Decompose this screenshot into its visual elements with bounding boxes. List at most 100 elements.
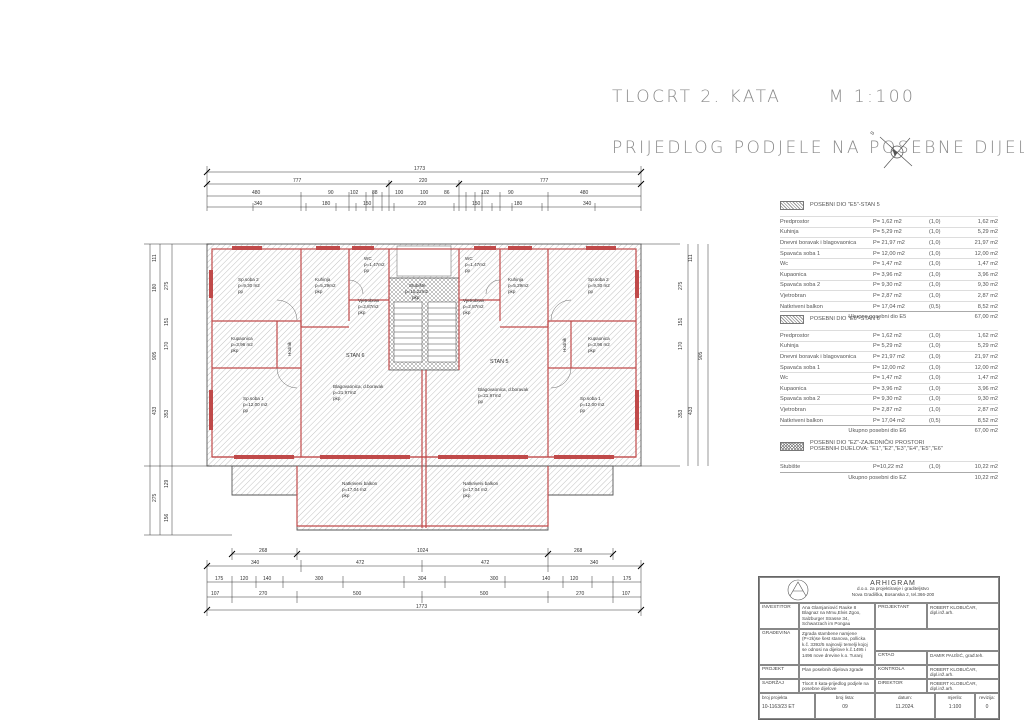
- drawing-title-line2: PRIJEDLOG PODJELE NA POSEBNE DIJELOVE: [612, 138, 1024, 158]
- room-name: Stubište: [409, 283, 426, 288]
- svg-text:Sp.soba 2: Sp.soba 2: [238, 277, 259, 282]
- crtao-label: CRTAO: [875, 651, 927, 665]
- legend-coefficient: (1,0): [929, 332, 941, 339]
- svg-text:90: 90: [328, 190, 334, 196]
- legend-coefficient: (1,0): [929, 375, 941, 382]
- dimension-ticks-bottom: [203, 550, 645, 614]
- kontrola-value: ROBERT KLOBUČAR, dipl.inž.arh.: [927, 665, 999, 679]
- svg-text:120: 120: [570, 576, 579, 582]
- legend-coefficient: (1,0): [929, 385, 941, 392]
- room-area: p=3,96 m2: [231, 342, 253, 347]
- room-area: p=9,30 m2: [588, 283, 610, 288]
- room-note: pkp: [588, 348, 596, 353]
- legend-room-area: P= 21,97 m2: [873, 353, 905, 360]
- legend-total: 1,62 m2: [977, 218, 998, 225]
- legend-room-name: Kupaonica: [780, 385, 807, 392]
- room-name: Hodnik: [562, 337, 567, 352]
- legend-coefficient: (1,0): [929, 364, 941, 371]
- room-area: p=3,96 m2: [588, 342, 610, 347]
- title-block: ARHIGRAM d.o.o. za projektiranje i gradi…: [758, 576, 1000, 720]
- room-note: pkp: [315, 289, 323, 294]
- room-note: pkp: [231, 348, 239, 353]
- room-note: pkp: [358, 310, 366, 315]
- room-note: pkp: [463, 310, 471, 315]
- legend-room-name: Kuhinja: [780, 229, 799, 236]
- legend-room-name: Spavaća soba 1: [780, 250, 821, 257]
- legend-room-name: Spavaća soba 2: [780, 282, 821, 289]
- legend-room-name: Stubište: [780, 463, 801, 470]
- svg-text:270: 270: [576, 591, 585, 597]
- legend-room-area: P= 5,29 m2: [873, 343, 902, 350]
- legend-coefficient: (1,0): [929, 406, 941, 413]
- legend-total: 1,47 m2: [977, 261, 998, 268]
- legend-room-name: Predprostor: [780, 332, 810, 339]
- svg-text:102: 102: [350, 190, 359, 196]
- unit-label-stan5: STAN 5: [490, 359, 508, 365]
- legend-coefficient: (1,0): [929, 396, 941, 403]
- room-note: pp: [588, 289, 594, 294]
- room-area: p=2,87m2: [463, 304, 484, 309]
- room-note: pkp: [508, 289, 516, 294]
- svg-text:300: 300: [490, 576, 499, 582]
- svg-text:500: 500: [353, 591, 362, 597]
- svg-text:340: 340: [254, 201, 263, 207]
- svg-text:175: 175: [215, 576, 224, 582]
- svg-text:270: 270: [259, 591, 268, 597]
- svg-text:1773: 1773: [414, 166, 425, 172]
- legend-room-name: Spavaća soba 1: [780, 364, 821, 371]
- svg-text:304: 304: [418, 576, 427, 582]
- svg-text:129: 129: [164, 479, 170, 488]
- room-name: Hodnik: [287, 341, 292, 356]
- projekt-label: PROJEKT: [759, 665, 799, 679]
- room-area: p=5,29m2: [508, 283, 529, 288]
- broj-lista: broj lista: 09: [815, 693, 875, 719]
- legend-room-name: Natkriveni balkon: [780, 303, 823, 310]
- svg-text:102: 102: [481, 190, 490, 196]
- svg-text:480: 480: [252, 190, 261, 196]
- unit-label-stan6: STAN 6: [346, 353, 364, 359]
- company-block: ARHIGRAM d.o.o. za projektiranje i gradi…: [759, 577, 999, 603]
- svg-text:480: 480: [580, 190, 589, 196]
- room-labels: Sp.soba 2 p=9,30 m2 pp Kuhinja p=5,29m2 …: [231, 256, 610, 498]
- legend-total: 5,29 m2: [977, 229, 998, 236]
- svg-text:500: 500: [480, 591, 489, 597]
- room-name: Blagovaonica, d.boravak: [478, 387, 529, 392]
- legend-ez: POSEBNI DIO "EZ"-ZAJEDNIČKI PROSTORI POS…: [780, 437, 998, 481]
- svg-text:151: 151: [164, 317, 170, 326]
- svg-text:268: 268: [574, 548, 583, 554]
- svg-text:86: 86: [444, 190, 450, 196]
- broj-projekta: broj projekta 10-1163/23 ET: [759, 693, 815, 719]
- legend-room-name: Wc: [780, 375, 789, 382]
- svg-text:777: 777: [540, 178, 549, 184]
- room-note: pp: [238, 289, 244, 294]
- sadrzaj-value: Tlocrt II kata-prijedlog podjele na pose…: [799, 679, 875, 693]
- mjerilo: mjerilo: 1:100: [935, 693, 975, 719]
- legend-room-name: Kuhinja: [780, 343, 799, 350]
- legend-room-area: P= 12,00 m2: [873, 250, 905, 257]
- svg-text:180: 180: [152, 283, 158, 292]
- room-note: pp: [478, 399, 484, 404]
- svg-text:268: 268: [259, 548, 268, 554]
- legend-room-name: Spavaća soba 2: [780, 396, 821, 403]
- legend-coefficient: (1,0): [929, 229, 941, 236]
- svg-text:433: 433: [688, 406, 694, 415]
- svg-text:1024: 1024: [417, 548, 428, 554]
- room-note: pkp: [412, 295, 420, 300]
- svg-text:170: 170: [164, 341, 170, 350]
- dimension-texts-top: 1773 777 220 777 480 90 102 88 100 100 8…: [252, 166, 592, 207]
- svg-text:275: 275: [678, 281, 684, 290]
- room-name: Sp.soba 2: [238, 277, 259, 282]
- room-area: p=21,97m2: [333, 390, 357, 395]
- stair-treads: [393, 301, 457, 363]
